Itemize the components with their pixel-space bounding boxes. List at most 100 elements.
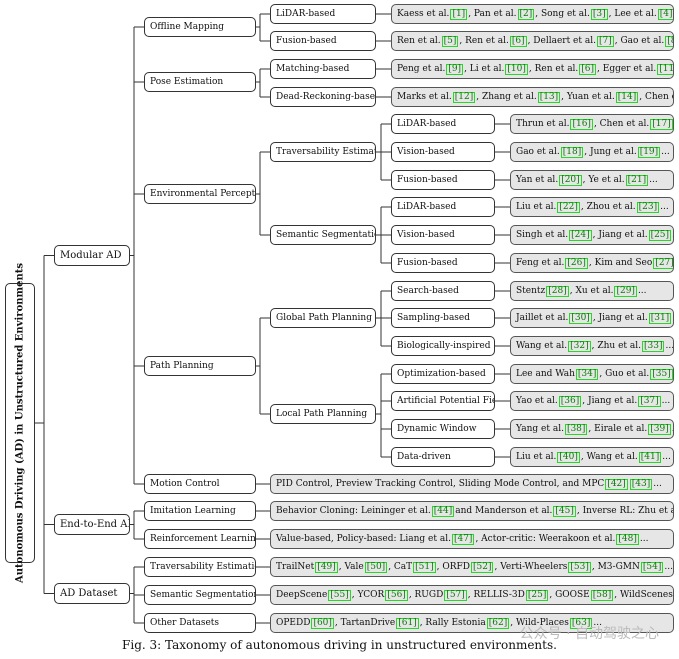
citation-ref: [57]: [444, 589, 467, 601]
leaf-text: , Ren et al.: [528, 63, 579, 74]
leaf-text: , Pan et al.: [468, 8, 517, 19]
node-matching-based: Matching-based: [270, 59, 376, 79]
leaf-text: , Song et al.: [535, 8, 590, 19]
node-dynamic-window: Dynamic Window: [391, 419, 495, 439]
citation-ref: [56]: [385, 589, 408, 601]
leaf-imitation-refs: Behavior Cloning: Leininger et al. [44] …: [270, 501, 674, 521]
citation-ref: [22]: [557, 201, 580, 213]
node-traversability-estimation: Traversability Estimation: [270, 142, 376, 162]
node-environmental-perception: Environmental Perception: [144, 184, 256, 204]
node-data-driven: Data-driven: [391, 447, 495, 467]
node-modular-ad: Modular AD: [54, 245, 130, 266]
node-offline-mapping: Offline Mapping: [144, 17, 256, 37]
leaf-text: , Chen et al.: [639, 91, 673, 102]
citation-ref: [5]: [441, 35, 459, 47]
node-semantic-segmentation-datasets: Semantic Segmentation: [144, 585, 256, 605]
leaf-text: , Dellaert et al.: [527, 35, 596, 46]
leaf-text: , GOOSE: [549, 589, 590, 600]
leaf-text: Feng et al.: [516, 257, 565, 268]
citation-ref: [27]: [653, 257, 674, 269]
citation-ref: [60]: [311, 617, 334, 629]
leaf-text: Peng et al.: [397, 63, 446, 74]
citation-ref: [26]: [565, 257, 588, 269]
leaf-text: , Jiang et al.: [592, 312, 648, 323]
leaf-text: ...: [662, 451, 671, 462]
leaf-text: Liu et al.: [516, 451, 557, 462]
node-seg-vision-based: Vision-based: [391, 225, 495, 245]
leaf-optimization-refs: Lee and Wah [34], Guo et al. [35]...: [510, 364, 674, 384]
leaf-text: , RUGD: [408, 589, 444, 600]
leaf-text: , YCOR: [351, 589, 385, 600]
citation-ref: [35]: [650, 368, 673, 380]
node-ad-dataset: AD Dataset: [54, 583, 130, 604]
leaf-seg-dataset-refs: DeepScene [55], YCOR [56], RUGD [57], RE…: [270, 585, 674, 605]
citation-ref: [3]: [590, 8, 608, 20]
node-optimization-based: Optimization-based: [391, 364, 495, 384]
citation-ref: [16]: [570, 118, 593, 130]
citation-ref: [44]: [431, 505, 455, 517]
leaf-seg-lidar-refs: Liu et al. [22], Zhou et al. [23]...: [510, 197, 674, 217]
leaf-text: , Eirale et al.: [588, 423, 648, 434]
citation-ref: [30]: [569, 312, 592, 324]
leaf-text: , Xu et al.: [569, 285, 614, 296]
node-other-datasets: Other Datasets: [144, 613, 256, 633]
leaf-text: , Yuan et al.: [561, 91, 615, 102]
leaf-text: , RELLIS-3D: [467, 589, 525, 600]
citation-ref: [37]: [638, 395, 661, 407]
leaf-text: , Zhou et al.: [580, 201, 636, 212]
leaf-text: ...: [672, 424, 673, 434]
leaf-text: ...: [672, 313, 673, 323]
leaf-trav-dataset-refs: TrailNet [49], Vale [50], CaT [51], ORFD…: [270, 557, 674, 577]
node-motion-control: Motion Control: [144, 474, 256, 494]
leaf-text: , Egger et al.: [597, 63, 657, 74]
citation-ref: [8]: [665, 35, 673, 47]
leaf-text: , Kim and Seo: [588, 257, 653, 268]
citation-ref: [12]: [452, 91, 476, 103]
root-label: Autonomous Driving (AD) in Unstructured …: [14, 263, 26, 583]
node-trav-vision-based: Vision-based: [391, 142, 495, 162]
citation-ref: [25]: [648, 229, 672, 241]
leaf-text: , Verti-Wheelers: [494, 561, 568, 572]
leaf-trav-vision-refs: Gao et al. [18], Jung et al. [19]...: [510, 142, 674, 162]
citation-ref: [18]: [560, 146, 584, 158]
leaf-text: , CaT: [388, 561, 413, 572]
node-sampling-based: Sampling-based: [391, 308, 495, 328]
leaf-text: ...: [665, 340, 674, 351]
leaf-text: , Wild-Places: [510, 617, 569, 628]
citation-ref: [6]: [579, 63, 597, 75]
leaf-text: DeepScene: [276, 589, 328, 600]
citation-ref: [6]: [509, 35, 527, 47]
node-reinforcement-learning: Reinforcement Learning: [144, 529, 256, 549]
leaf-text: Gao et al.: [516, 146, 560, 157]
citation-ref: [63]: [569, 617, 593, 629]
leaf-text: Wang et al.: [516, 340, 568, 351]
node-pose-estimation: Pose Estimation: [144, 72, 256, 92]
leaf-text: PID Control, Preview Tracking Control, S…: [276, 478, 605, 489]
leaf-text: ...: [664, 561, 673, 572]
leaf-text: , Rally Estonia: [419, 617, 486, 628]
leaf-dynamic-window-refs: Yang et al. [38], Eirale et al. [39]...: [510, 419, 674, 439]
leaf-text: ...: [661, 146, 670, 157]
node-biologically-inspired: Biologically-inspired: [391, 336, 495, 356]
leaf-sampling-refs: Jaillet et al. [30], Jiang et al. [31]..…: [510, 308, 674, 328]
node-lidar-based-mapping: LiDAR-based: [270, 4, 376, 24]
citation-ref: [62]: [486, 617, 510, 629]
leaf-text: ...: [672, 230, 673, 240]
leaf-text: OPEDD: [276, 617, 311, 628]
node-dead-reckoning-based: Dead-Reckoning-based: [270, 87, 376, 107]
leaf-seg-vision-refs: Singh et al. [24], Jiang et al. [25]...: [510, 225, 674, 245]
citation-ref: [10]: [505, 63, 528, 75]
leaf-text: , Zhang et al.: [476, 91, 537, 102]
node-path-planning: Path Planning: [144, 356, 256, 376]
citation-ref: [52]: [471, 561, 494, 573]
leaf-text: , TartanDrive: [334, 617, 396, 628]
citation-ref: [34]: [575, 368, 599, 380]
leaf-dead-reckoning-refs: Marks et al. [12], Zhang et al. [13], Yu…: [391, 87, 674, 107]
citation-ref: [36]: [558, 395, 582, 407]
citation-ref: [9]: [446, 63, 464, 75]
leaf-text: , Li et al.: [464, 63, 505, 74]
citation-ref: [45]: [553, 505, 576, 517]
watermark: 公众号 · 自动驾驶之心: [519, 626, 659, 642]
leaf-text: ...: [649, 174, 658, 185]
